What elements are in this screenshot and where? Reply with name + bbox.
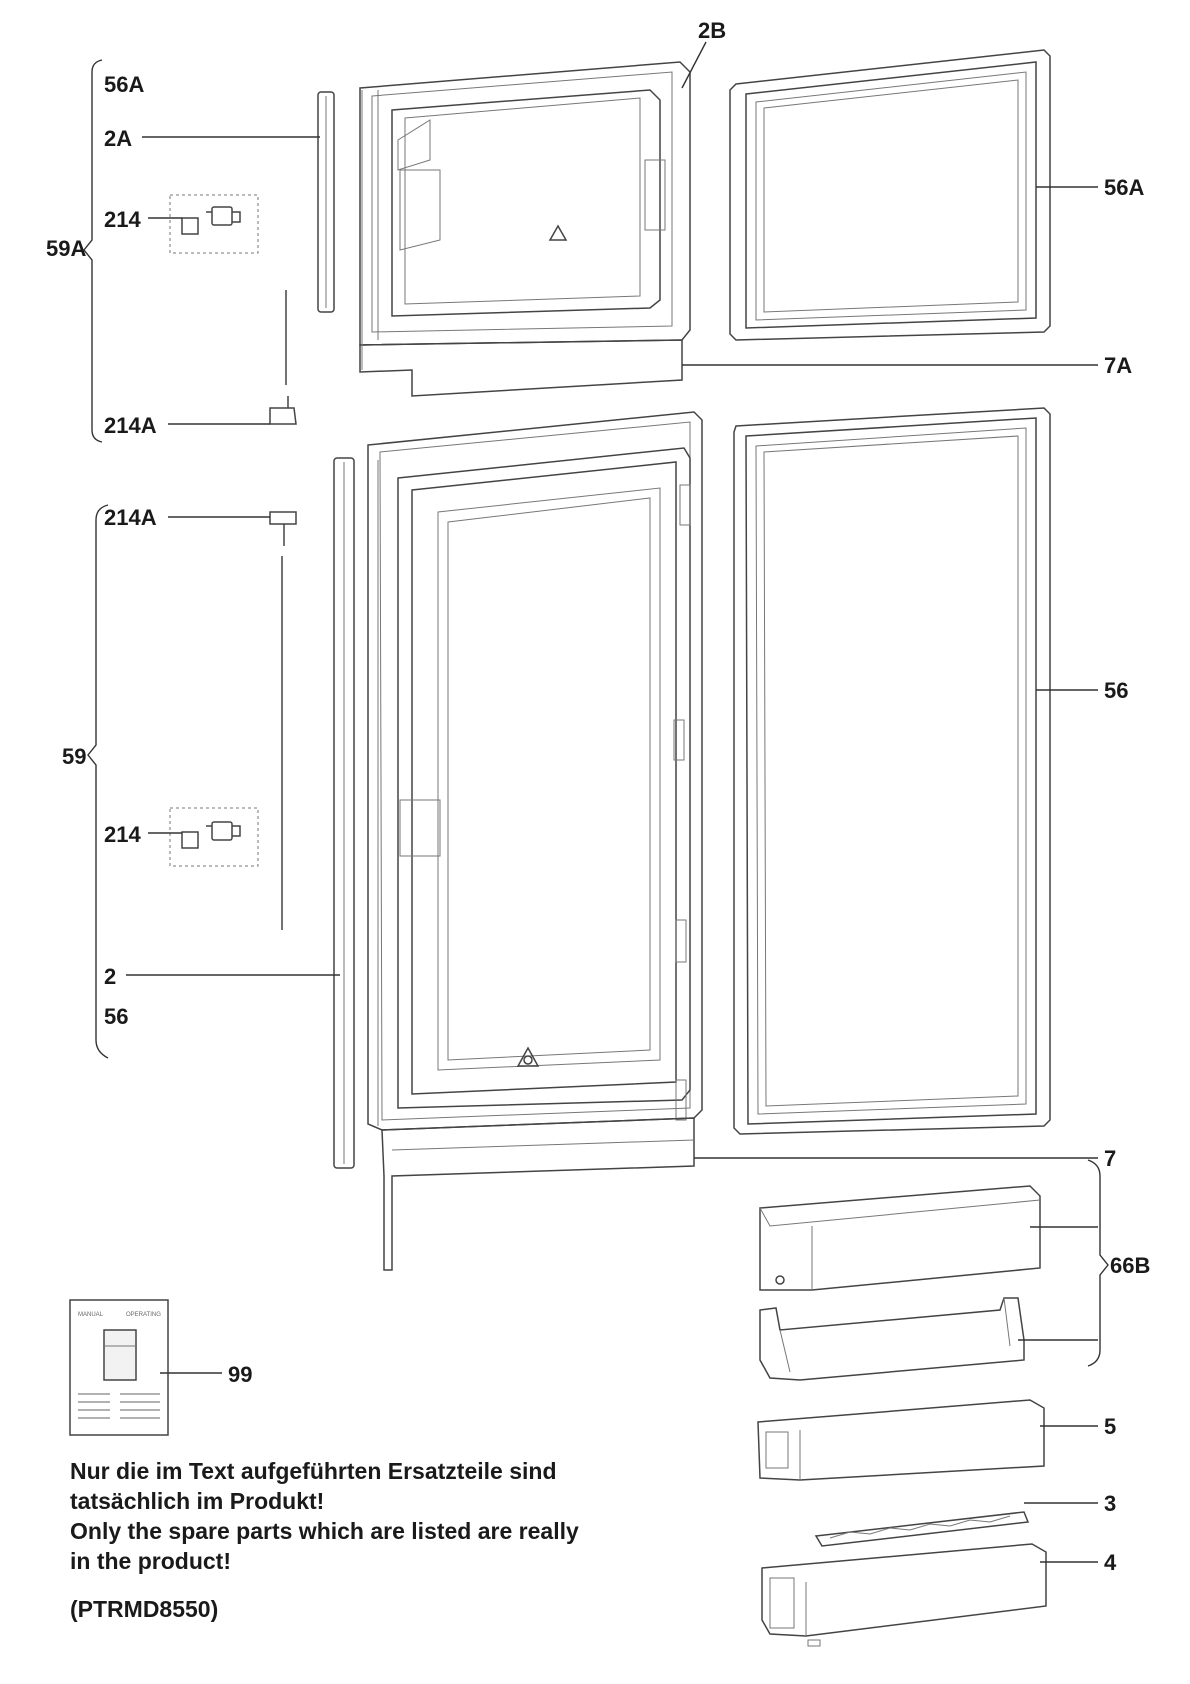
bracket-59A (83, 59, 103, 443)
door-bin-66B-cover (759, 1185, 1041, 1291)
door-gasket-56 (733, 407, 1051, 1135)
manual-header-left: MANUAL (78, 1312, 104, 1318)
label-2: 2 (104, 964, 116, 989)
leader-2B (681, 41, 707, 89)
label-56-left: 56 (104, 1004, 128, 1029)
door-seal-strip-2 (333, 457, 355, 1169)
label-56-right: 56 (1104, 678, 1128, 703)
manual-header-right: OPERATING (126, 1312, 161, 1318)
freezer-door-panel (359, 61, 691, 397)
label-4: 4 (1104, 1550, 1117, 1575)
bracket-59 (87, 504, 109, 1059)
shelf-rail-3 (814, 1511, 1030, 1547)
hinge-pin-214A-bottom (269, 511, 297, 930)
door-bin-4 (761, 1543, 1047, 1647)
hinge-kit-214-top (169, 194, 259, 254)
label-99: 99 (228, 1362, 252, 1387)
note-line-4: in the product! (70, 1548, 231, 1574)
label-214-bottom: 214 (104, 822, 141, 847)
note-line-1: Nur die im Text aufgeführten Ersatzteile… (70, 1458, 557, 1484)
door-seal-strip-2A (317, 91, 335, 313)
label-2B: 2B (698, 18, 726, 43)
hinge-kit-214-bottom (169, 807, 259, 867)
label-7A: 7A (1104, 353, 1132, 378)
label-56A-left: 56A (104, 72, 144, 97)
fridge-door-panel (367, 411, 703, 1271)
note-line-2: tatsächlich im Produkt! (70, 1488, 325, 1514)
label-59A: 59A (46, 236, 86, 261)
label-214A-bottom: 214A (104, 505, 157, 530)
bottle-rack-5 (757, 1399, 1045, 1481)
label-56A-right: 56A (1104, 175, 1144, 200)
label-214-top: 214 (104, 207, 141, 232)
label-7: 7 (1104, 1146, 1116, 1171)
label-66B: 66B (1110, 1253, 1150, 1278)
door-gasket-56A (729, 49, 1051, 341)
label-2A: 2A (104, 126, 132, 151)
model-code: (PTRMD8550) (70, 1596, 219, 1622)
label-214A-top: 214A (104, 413, 157, 438)
door-bin-66B-tray (759, 1297, 1025, 1381)
label-5: 5 (1104, 1414, 1116, 1439)
operating-manual-99: MANUAL OPERATING (69, 1299, 169, 1436)
note-line-3: Only the spare parts which are listed ar… (70, 1518, 579, 1544)
hinge-pin-214A-top (269, 290, 297, 425)
label-59: 59 (62, 744, 86, 769)
bracket-66B (1087, 1159, 1109, 1367)
disclaimer-note: Nur die im Text aufgeführten Ersatzteile… (70, 1456, 710, 1624)
label-3: 3 (1104, 1491, 1116, 1516)
